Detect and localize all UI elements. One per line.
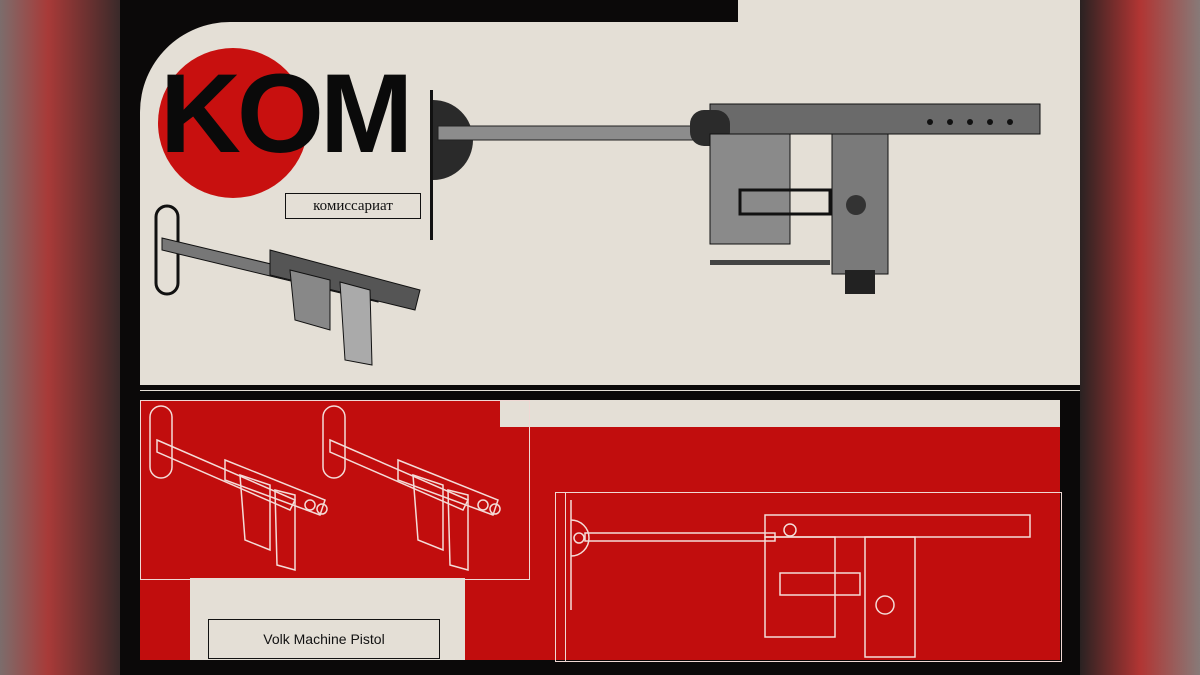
logo-text: KOM: [160, 51, 413, 176]
machine-pistol-photo-small: [154, 204, 421, 366]
top-strip: [738, 0, 1080, 22]
blueprint-frame: [565, 492, 1062, 662]
blueprint-gun-side: [570, 500, 1031, 658]
top-panel: [140, 22, 1080, 384]
red-circle: [158, 48, 308, 198]
weapon-name-label: Volk Machine Pistol: [208, 619, 440, 659]
divider-line: [140, 390, 1080, 391]
weapon-poster: KOM комиссариат: [120, 0, 1080, 675]
blurred-background-right: [1080, 0, 1200, 675]
divider-line: [140, 384, 1080, 385]
blurred-background-left: [0, 0, 120, 675]
blueprint-gun-left: [149, 405, 328, 571]
machine-pistol-photo-large: [430, 90, 1041, 294]
blueprint-frame: [140, 400, 530, 580]
blueprint-gun-middle: [322, 405, 501, 571]
logo-subtitle: комиссариат: [285, 193, 421, 219]
cream-block: [500, 400, 1060, 427]
